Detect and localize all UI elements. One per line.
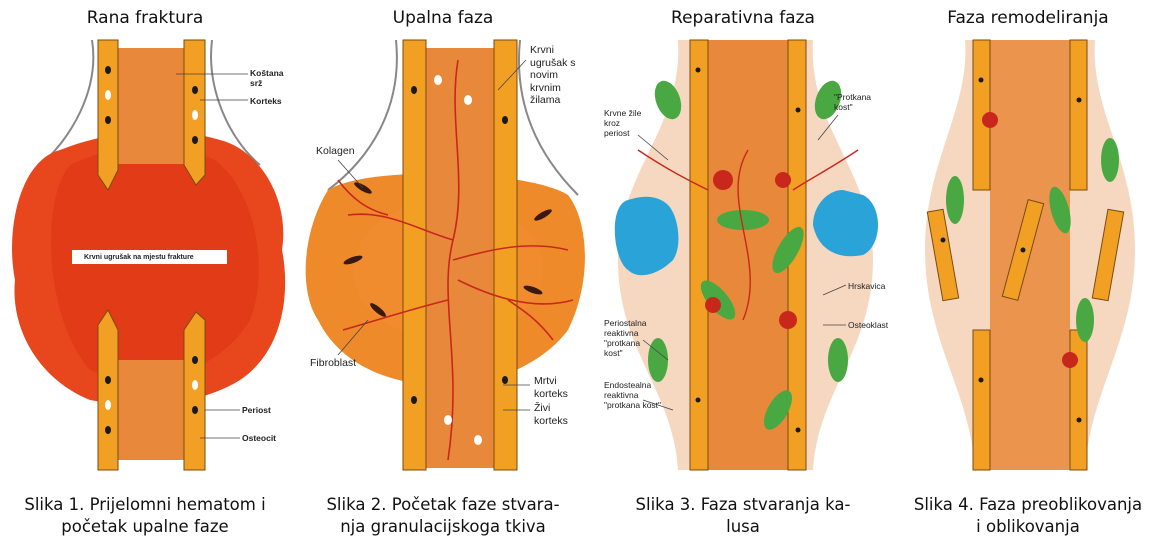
label-korteks: Korteks	[250, 96, 282, 106]
caption-slika-3: Slika 3. Faza stvaranja ka- lusa	[588, 494, 898, 538]
label-krvne-zile: Krvne žile kroz periost	[604, 108, 641, 138]
label-zivi-korteks: Živi korteks	[534, 402, 568, 427]
label-osteoklast: Osteoklast	[848, 320, 888, 330]
caption-slika-4: Slika 4. Faza preoblikovanja i oblikovan…	[885, 494, 1161, 538]
caption-slika-2: Slika 2. Početak faze stvara- nja granul…	[288, 494, 598, 538]
caption-slika-1: Slika 1. Prijelomni hematom i početak up…	[0, 494, 300, 538]
label-osteocit: Osteocit	[242, 433, 276, 443]
caption-line-2: lusa	[588, 516, 898, 538]
caption-line-1: Slika 1. Prijelomni hematom i	[0, 494, 300, 516]
panel-faza-remodeliranja: Faza remodeliranja Slika 4. Faza	[895, 0, 1161, 549]
illustration-faza-remodeliranja	[895, 0, 1161, 480]
label-fibroblast: Fibroblast	[310, 357, 356, 370]
label-kolagen: Kolagen	[316, 145, 355, 158]
caption-line-2: nja granulacijskoga tkiva	[288, 516, 598, 538]
panel-rana-fraktura: Rana fraktura	[0, 0, 290, 549]
panel-reparativna-faza: Reparativna faza	[598, 0, 888, 549]
caption-line-1: Slika 3. Faza stvaranja ka-	[588, 494, 898, 516]
label-krvni-ugrusak-zilama: Krvni ugrušak s novim krvnim žilama	[530, 44, 576, 107]
caption-line-1: Slika 2. Početak faze stvara-	[288, 494, 598, 516]
label-periost: Periost	[242, 405, 271, 415]
caption-line-2: početak upalne faze	[0, 516, 300, 538]
label-protkana-kost: "Protkana kost"	[834, 92, 871, 112]
label-krvni-ugrusak: Krvni ugrušak na mjestu frakture	[84, 253, 194, 263]
label-mrtvi-korteks: Mrtvi korteks	[534, 375, 568, 400]
panel-upalna-faza: Upalna faza	[298, 0, 588, 549]
label-kostana-srz: Koštana srž	[250, 68, 284, 88]
label-endostealna: Endostealna reaktivna "protkana kost"	[604, 380, 661, 410]
label-periostalna: Periostalna reaktivna "protkana kost"	[604, 318, 647, 358]
label-hrskavica: Hrskavica	[848, 281, 885, 291]
caption-line-1: Slika 4. Faza preoblikovanja	[885, 494, 1161, 516]
caption-line-2: i oblikovanja	[885, 516, 1161, 538]
